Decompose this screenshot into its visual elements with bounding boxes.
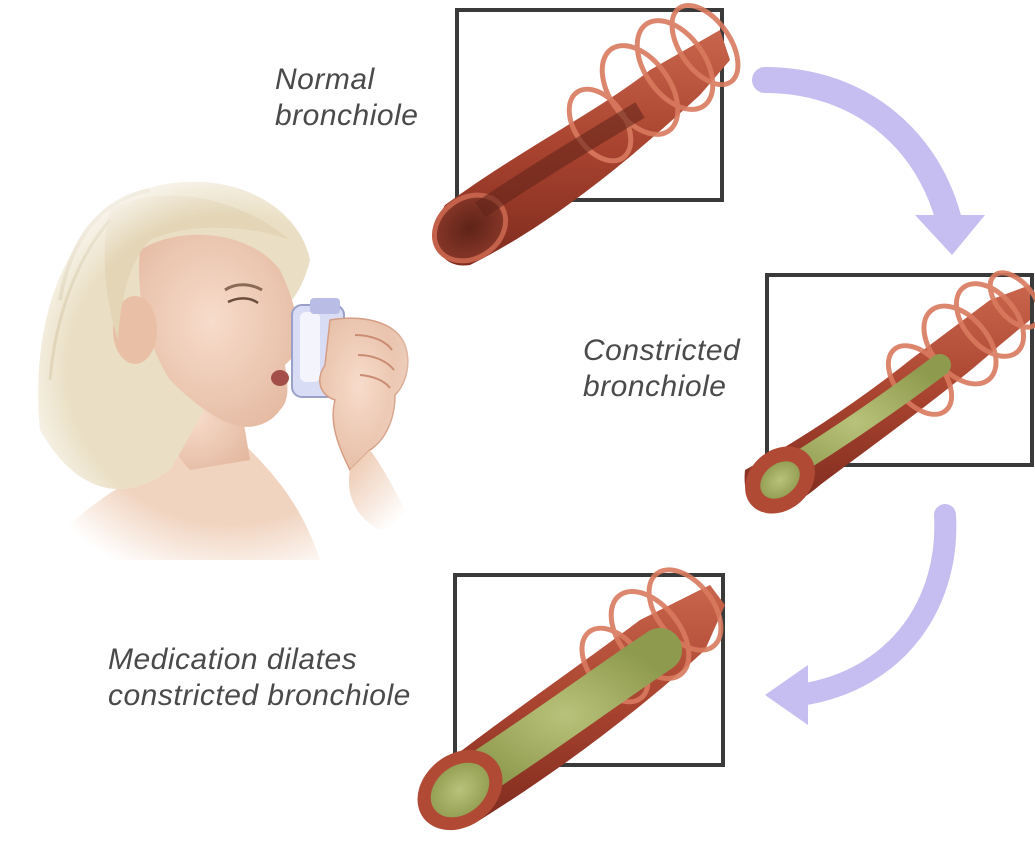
constricted-bronchiole-label: Constricted bronchiole [583,333,740,405]
dilated-bronchiole-panel [402,557,736,845]
label-line: Normal [275,62,418,98]
constricted-bronchiole-panel [732,264,1035,527]
arrow-head-1 [915,215,985,255]
medication-label: Medication dilates constricted bronchiol… [108,642,411,714]
label-line: constricted bronchiole [108,678,411,714]
arrow-normal-to-constricted [765,80,950,225]
label-line: bronchiole [583,369,740,405]
label-line: Medication dilates [108,642,411,678]
normal-bronchiole-label: Normal bronchiole [275,62,418,134]
label-line: bronchiole [275,98,418,134]
arrow-head-2 [765,665,808,725]
woman-using-inhaler-illustration [20,170,440,570]
normal-bronchiole-panel [422,0,752,274]
arrow-constricted-to-dilated [800,515,945,695]
label-line: Constricted [583,333,740,369]
